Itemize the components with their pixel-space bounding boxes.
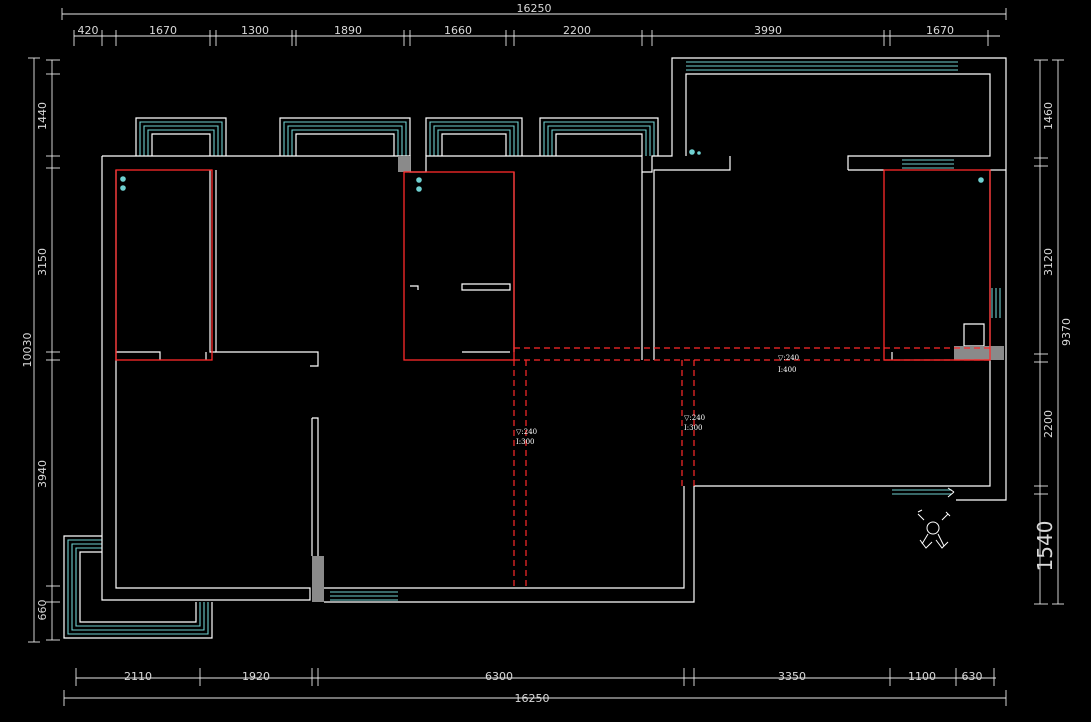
bottom-dim-5: 1100 [908,670,936,683]
bottom-dim-6: 630 [962,670,983,683]
left-dimension-chain: 10030 1440 3150 3940 660 [21,57,60,643]
hatched-columns [312,156,1004,602]
right-dim-large: 1540 [1033,521,1057,572]
right-overall-dimension: 9370 [1060,318,1073,346]
right-dim-3: 2200 [1042,410,1055,438]
top-dim-5: 1660 [444,24,472,37]
right-dimension-chain: 1460 3120 2200 1540 9370 [1033,59,1073,605]
top-dim-4: 1890 [334,24,362,37]
bottom-dim-4: 3350 [778,670,806,683]
walls [101,57,1007,603]
bottom-dim-2: 1920 [242,670,270,683]
beam-label-2-height: I:300 [684,424,702,432]
bottom-dim-1: 2110 [124,670,152,683]
bottom-dimension-chain: 2110 1920 6300 3350 1100 630 16250 [63,668,1007,706]
top-dim-2: 1670 [149,24,177,37]
right-dim-2: 3120 [1042,248,1055,276]
bottom-dim-3: 6300 [485,670,513,683]
top-overall-dimension: 16250 [517,2,552,15]
top-dim-6: 2200 [563,24,591,37]
top-dim-8: 1670 [926,24,954,37]
water-drop-icon [978,177,984,183]
left-dim-2: 3150 [36,248,49,276]
beam-label-1-height: I:300 [516,438,534,446]
water-drop-icon [416,177,422,192]
entry-person-icon [917,487,955,549]
left-dim-4: 660 [36,600,49,621]
fixture-markers [120,149,984,192]
beam-label-1-depth: ▽:240 [516,428,537,436]
right-dim-1: 1460 [1042,102,1055,130]
bay-windows [63,61,1001,639]
top-dimension-chain: 16250 420 1670 1300 1890 1660 2200 3990 … [61,2,1007,46]
beam-labels: ▽:240 I:300 ▽:240 I:300 ▽:240 I:400 [516,354,799,446]
top-dim-1: 420 [78,24,99,37]
left-overall-dimension: 10030 [21,333,34,368]
beam-label-3-height: I:400 [778,366,796,374]
beam-label-3-depth: ▽:240 [778,354,799,362]
top-dim-7: 3990 [754,24,782,37]
water-drop-icon [120,176,126,191]
left-dim-3: 3940 [36,460,49,488]
water-drop-icon [689,149,701,155]
beam-label-2-depth: ▽:240 [684,414,705,422]
top-dim-3: 1300 [241,24,269,37]
red-partitions [115,169,991,588]
bottom-overall-dimension: 16250 [515,692,550,705]
left-dim-1: 1440 [36,102,49,130]
